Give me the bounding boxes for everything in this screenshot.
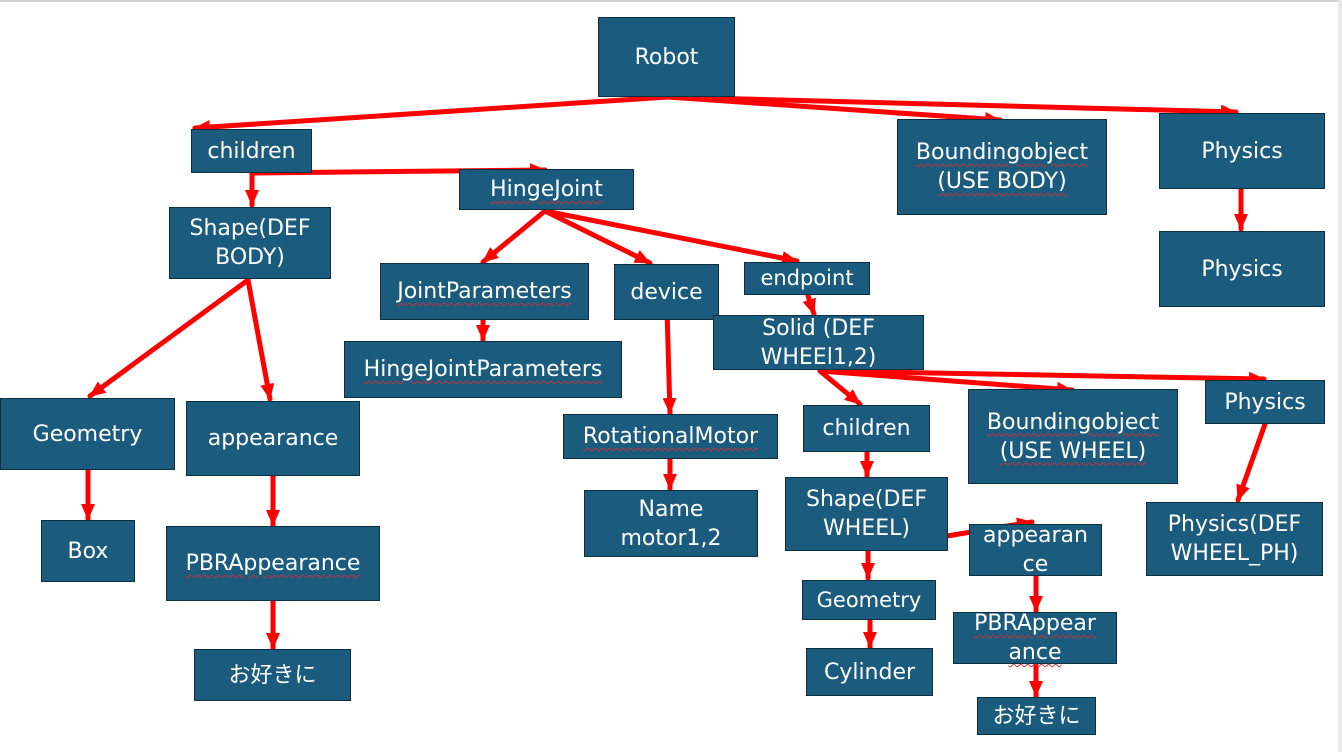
node-physics-top: Physics [1159, 113, 1325, 189]
node-label: children [207, 138, 296, 164]
arrow-solid-wheel-to-physics-wheel [817, 368, 1267, 386]
node-label: HingeJointParameters [363, 357, 603, 382]
arrow-solid-wheel-to-children-wheel [817, 368, 863, 407]
node-pbr-wheel: PBRAppear ance [953, 611, 1117, 665]
arrow-shape-body-to-appearance-body [245, 277, 275, 402]
arrow-robot-to-physics-top [665, 94, 1239, 119]
node-box: Box [41, 520, 135, 582]
arrow-hingejoint-to-jointparameters [480, 208, 548, 265]
node-physics-wheel: Physics [1205, 380, 1325, 424]
node-label: Shape(DEF WHEEL) [806, 487, 927, 541]
node-label: お好きに [228, 662, 317, 688]
node-label: PBRAppear ance [974, 611, 1096, 665]
node-label: Robot [634, 44, 699, 70]
node-label: HingeJoint [490, 177, 603, 202]
node-label: Cylinder [823, 659, 916, 685]
node-bounding-wheel: Boundingobject (USE WHEEL) [968, 389, 1178, 484]
node-label: Physics [1201, 256, 1283, 282]
node-label: Box [67, 538, 109, 564]
node-label: appearan ce [983, 523, 1088, 577]
node-label: Physics(DEF WHEEL_PH) [1167, 512, 1302, 566]
node-geometry-body: Geometry [0, 398, 175, 470]
node-label: Physics [1201, 138, 1283, 164]
node-appearance-body: appearance [186, 401, 360, 476]
node-physics-def-wheel: Physics(DEF WHEEL_PH) [1146, 502, 1323, 576]
node-appearance-wheel: appearan ce [969, 523, 1102, 577]
node-physics-top2: Physics [1159, 231, 1325, 307]
node-label: RotationalMotor [582, 424, 759, 449]
node-name-motor: Name motor1,2 [584, 490, 758, 557]
arrow-hingejoint-to-device [542, 208, 653, 266]
node-hingejoint: HingeJoint [459, 169, 634, 210]
node-label: Geometry [816, 587, 922, 612]
node-label: endpoint [760, 266, 854, 290]
arrow-physics-wheel-to-physics-def-wheel [1235, 421, 1268, 503]
node-bounding-body: Boundingobject (USE BODY) [897, 119, 1107, 215]
node-solid-wheel: Solid (DEF WHEEl1,2) [713, 315, 924, 370]
top-border [0, 0, 1342, 2]
node-cylinder: Cylinder [806, 648, 933, 696]
node-label: Name motor1,2 [620, 496, 722, 551]
node-jointparameters: JointParameters [380, 263, 589, 320]
node-robot: Robot [598, 17, 735, 97]
node-hingejointparameters: HingeJointParameters [344, 341, 622, 398]
node-shape-wheel: Shape(DEF WHEEL) [785, 477, 948, 551]
node-label: Boundingobject (USE WHEEL) [986, 409, 1160, 464]
node-label: Shape(DEF BODY) [189, 216, 311, 270]
node-label: Boundingobject (USE BODY) [915, 140, 1089, 194]
node-label: device [630, 279, 703, 305]
node-children-wheel: children [803, 405, 930, 452]
node-label: JointParameters [397, 279, 572, 304]
node-label: Physics [1224, 389, 1306, 415]
node-label: PBRAppearance [185, 551, 361, 576]
arrow-endpoint-to-solid-wheel [802, 293, 817, 317]
arrow-hingejoint-to-endpoint [542, 208, 800, 265]
node-okini-body: お好きに [194, 649, 351, 701]
node-pbr-body: PBRAppearance [166, 526, 380, 601]
node-endpoint: endpoint [744, 262, 870, 295]
node-rotationalmotor: RotationalMotor [563, 414, 778, 459]
node-device: device [614, 264, 719, 320]
arrow-device-to-rotationalmotor [662, 307, 677, 416]
right-border [1338, 0, 1342, 752]
node-shape-body: Shape(DEF BODY) [169, 207, 331, 279]
node-label: Solid (DEF WHEEl1,2) [760, 315, 877, 370]
node-label: お好きに [992, 703, 1081, 729]
node-label: children [822, 416, 911, 441]
arrow-robot-to-children [192, 94, 671, 135]
node-label: Geometry [32, 421, 143, 447]
node-okini-wheel: お好きに [977, 697, 1096, 735]
arrow-shape-body-to-geometry-body [87, 277, 251, 399]
node-children: children [191, 129, 312, 173]
node-label: appearance [207, 426, 339, 451]
node-geometry-wheel: Geometry [802, 580, 936, 620]
